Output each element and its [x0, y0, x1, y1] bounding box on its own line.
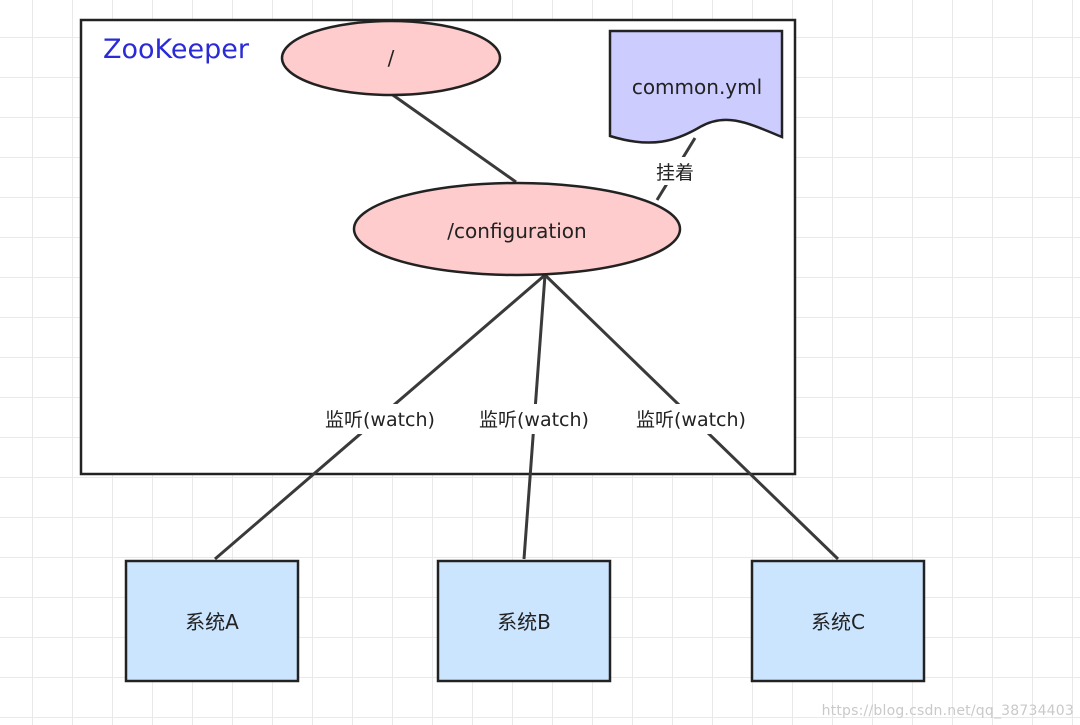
- common-yml-document: [608, 29, 784, 144]
- watch-label-a: 监听(watch): [325, 409, 435, 431]
- root-node: [280, 19, 502, 97]
- watch-label-c: 监听(watch): [636, 409, 746, 431]
- root-node-label: /: [388, 46, 395, 70]
- configuration-node-label: /configuration: [447, 219, 586, 243]
- configuration-node: [352, 181, 682, 277]
- system-b-box: [436, 559, 612, 683]
- system-b-label: 系统B: [497, 610, 551, 634]
- system-c-box: [750, 559, 926, 683]
- watermark: https://blog.csdn.net/qq_38734403: [821, 703, 1074, 719]
- system-a-label: 系统A: [185, 610, 239, 634]
- watch-c-label-bg: [627, 404, 755, 434]
- watch-label-b: 监听(watch): [479, 409, 589, 431]
- common-yml-label: common.yml: [632, 75, 762, 99]
- watch-b-label-bg: [470, 404, 598, 434]
- watch-a-label-bg: [316, 404, 444, 434]
- zookeeper-title: ZooKeeper: [103, 34, 250, 65]
- attach-label: 挂着: [656, 162, 694, 184]
- attach-label-bg: [651, 157, 699, 185]
- system-a-box: [124, 559, 300, 683]
- system-c-label: 系统C: [811, 610, 865, 634]
- edge-root-to-configuration: [389, 91, 517, 184]
